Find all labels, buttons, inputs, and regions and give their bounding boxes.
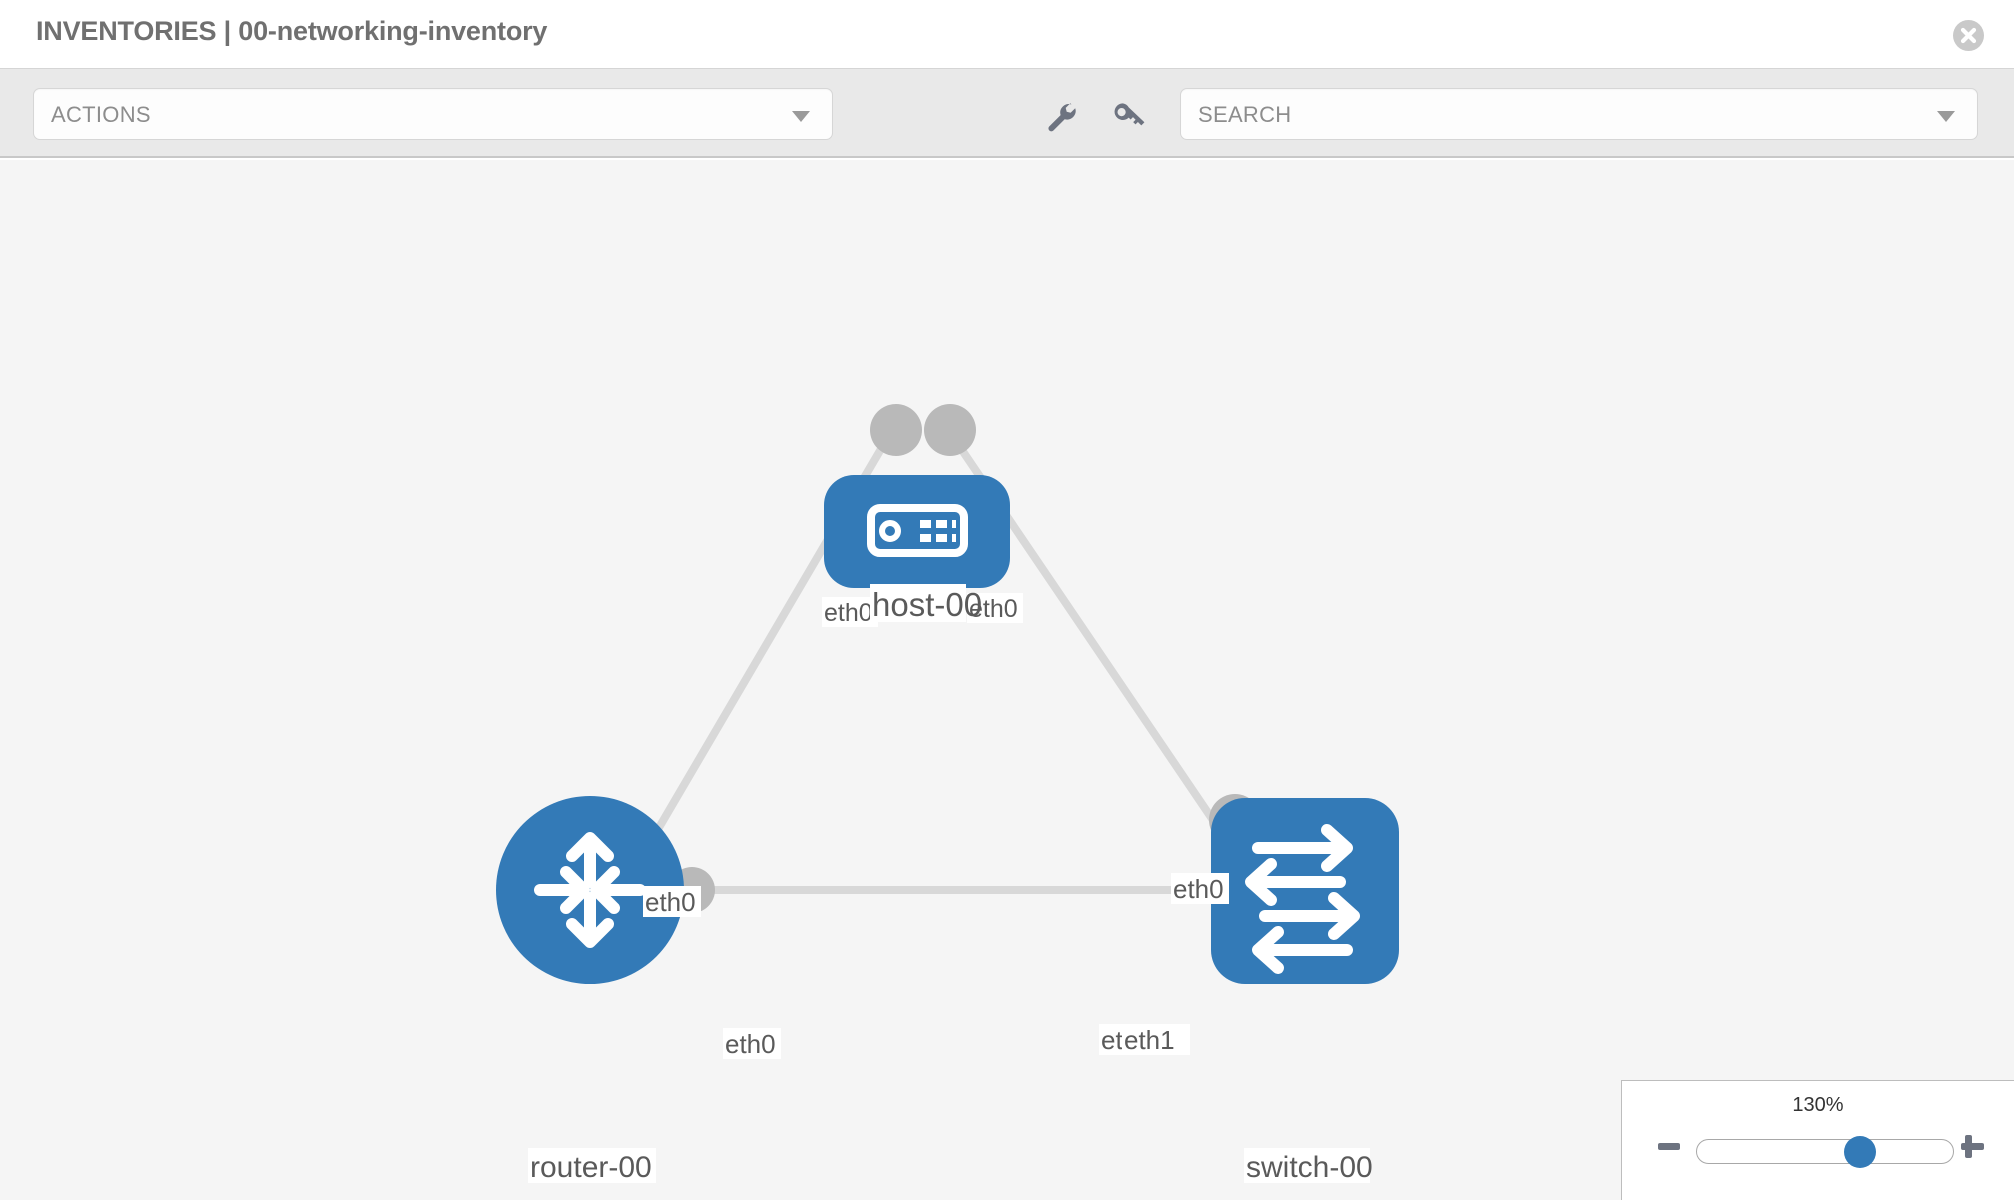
- edge-label-router-up: eth0: [643, 886, 701, 917]
- edge-label-host-right: eth0: [967, 593, 1023, 623]
- edge-label-switch-up: eth0: [1171, 873, 1229, 904]
- node-label-text: switch-00: [1246, 1151, 1373, 1184]
- edge-label-text: eth0: [824, 599, 873, 627]
- edge-label-text: eth0: [969, 595, 1018, 623]
- server-icon: [867, 504, 968, 557]
- chevron-down-icon: [1937, 111, 1955, 122]
- edge-label-switch-left: eth eth1: [1099, 1024, 1190, 1055]
- key-icon[interactable]: [1109, 97, 1147, 135]
- zoom-out-button[interactable]: [1658, 1143, 1680, 1150]
- search-input[interactable]: SEARCH: [1180, 88, 1978, 140]
- edge-label-text: eth0: [725, 1029, 776, 1059]
- node-label-router-00: router-00: [528, 1148, 656, 1184]
- node-label-switch-00: switch-00: [1244, 1148, 1373, 1184]
- toolbar: ACTIONS SEARCH: [0, 68, 2014, 158]
- search-placeholder: SEARCH: [1198, 102, 1292, 127]
- edge-label-router-right: eth0: [723, 1028, 781, 1059]
- zoom-slider-thumb[interactable]: [1844, 1136, 1876, 1168]
- actions-dropdown[interactable]: ACTIONS: [33, 88, 833, 140]
- node-label-text: router-00: [530, 1151, 652, 1184]
- topology-graph: eth0 eth0 eth0 eth0 eth0: [496, 404, 1399, 1184]
- zoom-control-panel: 130%: [1621, 1080, 2014, 1200]
- zoom-level-value: 130%: [1792, 1094, 1844, 1116]
- node-host-00[interactable]: [824, 475, 1010, 588]
- node-switch-00[interactable]: [1211, 798, 1399, 984]
- wrench-icon[interactable]: [1041, 97, 1079, 135]
- zoom-slider-track[interactable]: [1696, 1136, 1954, 1168]
- actions-dropdown-label: ACTIONS: [51, 102, 151, 127]
- zoom-slider-row: [1622, 1131, 2014, 1171]
- page-header: INVENTORIES | 00-networking-inventory: [0, 0, 2014, 68]
- edge-label-text: eth1: [1124, 1025, 1175, 1055]
- edge-label-host-left: eth0: [822, 597, 878, 627]
- node-label-host-00: host-00: [870, 584, 982, 623]
- chevron-down-icon: [792, 111, 810, 122]
- zoom-in-button[interactable]: [1957, 1131, 1987, 1161]
- node-label-text: host-00: [872, 586, 982, 623]
- topology-canvas[interactable]: eth0 eth0 eth0 eth0 eth0: [0, 160, 2014, 1200]
- node-router-00[interactable]: [496, 796, 684, 984]
- page-title: INVENTORIES | 00-networking-inventory: [36, 16, 548, 46]
- edge-label-text: eth0: [645, 887, 696, 917]
- router-arrows-icon: [534, 832, 646, 948]
- edge-label-text: eth0: [1173, 874, 1224, 904]
- switch-arrows-icon: [1245, 824, 1360, 974]
- close-icon[interactable]: [1953, 20, 1984, 51]
